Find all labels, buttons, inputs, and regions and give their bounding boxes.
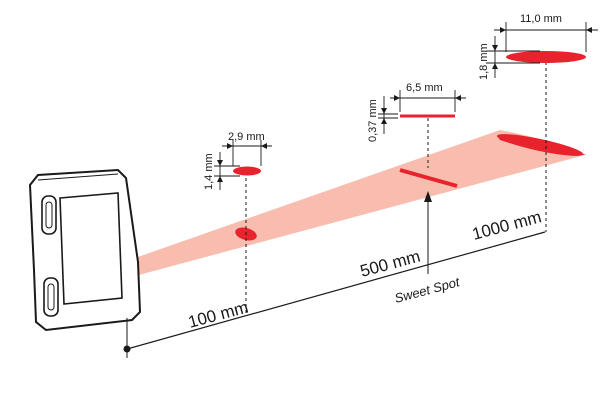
spot-500mm-width: 6,5 mm <box>406 82 443 94</box>
spot-detail-1000mm: 11,0 mm 1,8 mm <box>478 13 598 80</box>
spot-detail-100mm: 2,9 mm 1,4 mm <box>203 131 272 190</box>
spot-detail-500mm: 6,5 mm 0,37 mm <box>367 82 466 142</box>
laser-beam <box>135 130 585 276</box>
distance-label-1000mm: 1000 mm <box>470 207 543 244</box>
distance-label-100mm: 100 mm <box>186 298 250 332</box>
sweet-spot-arrow-head <box>424 191 432 202</box>
spot-100mm-width: 2,9 mm <box>228 131 265 143</box>
spot-100mm-height: 1,4 mm <box>203 153 215 190</box>
spot-1000mm-height: 1,8 mm <box>478 43 490 80</box>
spot-1000mm <box>506 51 586 63</box>
spot-1000mm-width: 11,0 mm <box>520 13 562 25</box>
spot-100mm <box>233 166 261 176</box>
sweet-spot-label: Sweet Spot <box>393 274 462 306</box>
beam-spot-1000mm-core <box>496 134 584 156</box>
sensor-housing <box>28 168 142 332</box>
beam-line-500mm <box>399 168 458 188</box>
distance-axis <box>126 231 546 350</box>
spot-500mm-height: 0,37 mm <box>367 99 379 142</box>
axis-origin-dot <box>123 345 131 353</box>
